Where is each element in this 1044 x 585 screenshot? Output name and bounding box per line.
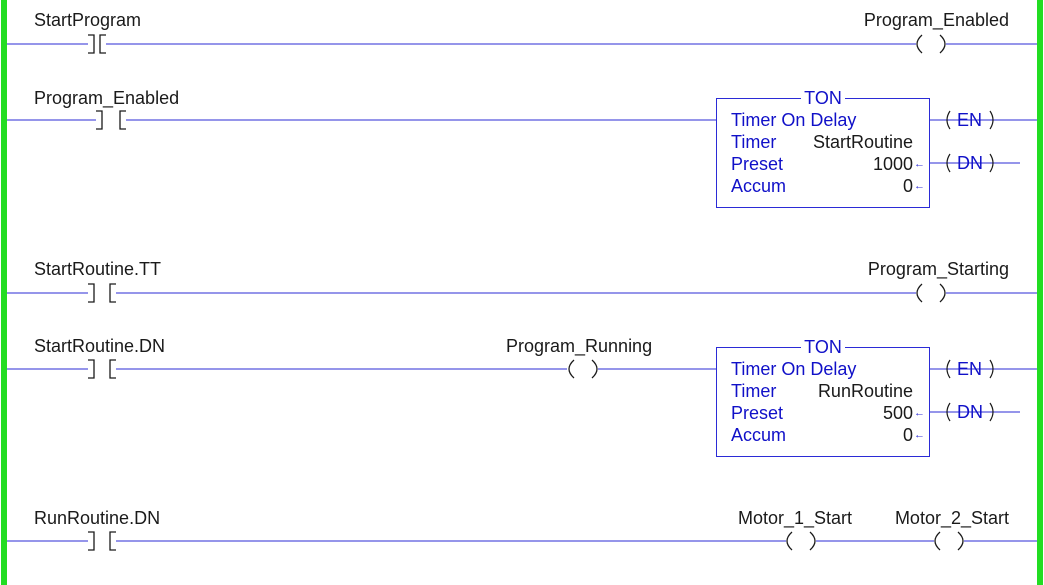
coil-tag-label[interactable]: Program_Starting bbox=[867, 259, 1009, 279]
xic-contact-icon[interactable] bbox=[96, 110, 126, 130]
timer-label: Timer bbox=[731, 132, 777, 152]
rung-0[interactable] bbox=[7, 34, 1037, 54]
dn-output-label: DN bbox=[957, 402, 983, 422]
preset-value[interactable]: 500 bbox=[882, 403, 913, 423]
coil-tag-label[interactable]: Program_Enabled bbox=[863, 10, 1009, 30]
accum-value[interactable]: 0 bbox=[902, 176, 913, 196]
preset-label: Preset bbox=[731, 154, 784, 174]
coil-icon[interactable] bbox=[916, 283, 946, 303]
accum-label: Accum bbox=[731, 176, 787, 196]
en-output-bracket-icon bbox=[946, 110, 994, 130]
accum-value[interactable]: 0 bbox=[902, 425, 913, 445]
coil-icon[interactable] bbox=[934, 531, 964, 551]
timer-tag-value[interactable]: RunRoutine bbox=[817, 381, 913, 401]
coil-icon[interactable] bbox=[786, 531, 816, 551]
xic-contact-icon[interactable] bbox=[88, 34, 106, 54]
contact-tag-label[interactable]: RunRoutine.DN bbox=[34, 508, 161, 528]
rung-2[interactable] bbox=[7, 283, 1037, 303]
ton-timer-block[interactable]: TON Timer On Delay Timer RunRoutine Pres… bbox=[716, 337, 930, 457]
ton-timer-block[interactable]: TON Timer On Delay Timer StartRoutine Pr… bbox=[716, 88, 930, 208]
contact-tag-label[interactable]: StartRoutine.TT bbox=[34, 259, 162, 279]
value-arrow-icon: ← bbox=[914, 180, 925, 192]
timer-tag-value[interactable]: StartRoutine bbox=[812, 132, 913, 152]
xic-contact-icon[interactable] bbox=[88, 283, 116, 303]
preset-label: Preset bbox=[731, 403, 784, 423]
rung-3[interactable] bbox=[7, 359, 1037, 422]
xic-contact-icon[interactable] bbox=[88, 531, 116, 551]
contact-tag-label[interactable]: StartRoutine.DN bbox=[34, 336, 166, 356]
coil-tag-label[interactable]: Motor_1_Start bbox=[738, 508, 853, 528]
coil-icon[interactable] bbox=[568, 359, 598, 379]
en-output-label: EN bbox=[957, 359, 983, 379]
timer-title: Timer On Delay bbox=[731, 359, 857, 379]
dn-output-bracket-icon bbox=[946, 402, 994, 422]
coil-icon[interactable] bbox=[916, 34, 946, 54]
xic-contact-icon[interactable] bbox=[88, 359, 116, 379]
coil-tag-label[interactable]: Program_Running bbox=[506, 336, 653, 356]
coil-tag-label[interactable]: Motor_2_Start bbox=[894, 508, 1009, 528]
en-output-bracket-icon bbox=[946, 359, 994, 379]
accum-label: Accum bbox=[731, 425, 787, 445]
preset-value[interactable]: 1000 bbox=[872, 154, 913, 174]
timer-label: Timer bbox=[731, 381, 777, 401]
timer-instruction-name: TON bbox=[717, 337, 929, 358]
contact-tag-label[interactable]: StartProgram bbox=[34, 10, 142, 30]
dn-output-label: DN bbox=[957, 153, 983, 173]
value-arrow-icon: ← bbox=[914, 429, 925, 441]
timer-title: Timer On Delay bbox=[731, 110, 857, 130]
contact-tag-label[interactable]: Program_Enabled bbox=[34, 88, 180, 108]
dn-output-bracket-icon bbox=[946, 153, 994, 173]
left-power-rail bbox=[1, 0, 7, 585]
value-arrow-icon: ← bbox=[914, 158, 925, 170]
value-arrow-icon: ← bbox=[914, 407, 925, 419]
en-output-label: EN bbox=[957, 110, 983, 130]
rung-1[interactable] bbox=[7, 110, 1037, 173]
right-power-rail bbox=[1037, 0, 1043, 585]
rung-4[interactable] bbox=[7, 531, 1037, 551]
timer-instruction-name: TON bbox=[717, 88, 929, 109]
